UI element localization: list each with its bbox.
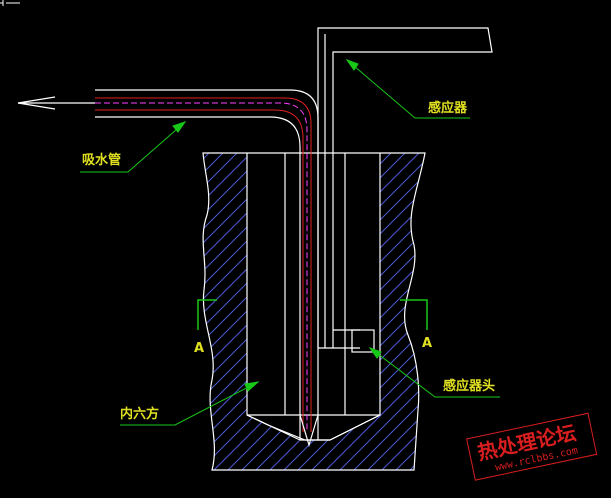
flow-direction-arrow — [17, 96, 95, 110]
label-hex-socket: 内六方 — [120, 406, 159, 422]
sensor-head — [351, 329, 375, 353]
watermark: 热处理论坛 www.rclbbs.com — [466, 412, 598, 481]
section-marker-right — [400, 299, 428, 330]
label-sensor: 感应器 — [428, 100, 468, 116]
section-label-right: A — [422, 336, 432, 351]
section-marker-left — [197, 299, 217, 330]
label-sensor-head: 感应器头 — [443, 378, 495, 394]
corner-cursor-mark — [0, 0, 20, 6]
hex-socket-outline — [246, 153, 381, 441]
section-label-left: A — [194, 341, 204, 356]
leader-lines — [80, 58, 500, 426]
sensor-bracket — [317, 27, 493, 349]
label-suction-pipe: 吸水管 — [82, 152, 121, 168]
workpiece-hatched-section — [202, 152, 426, 471]
